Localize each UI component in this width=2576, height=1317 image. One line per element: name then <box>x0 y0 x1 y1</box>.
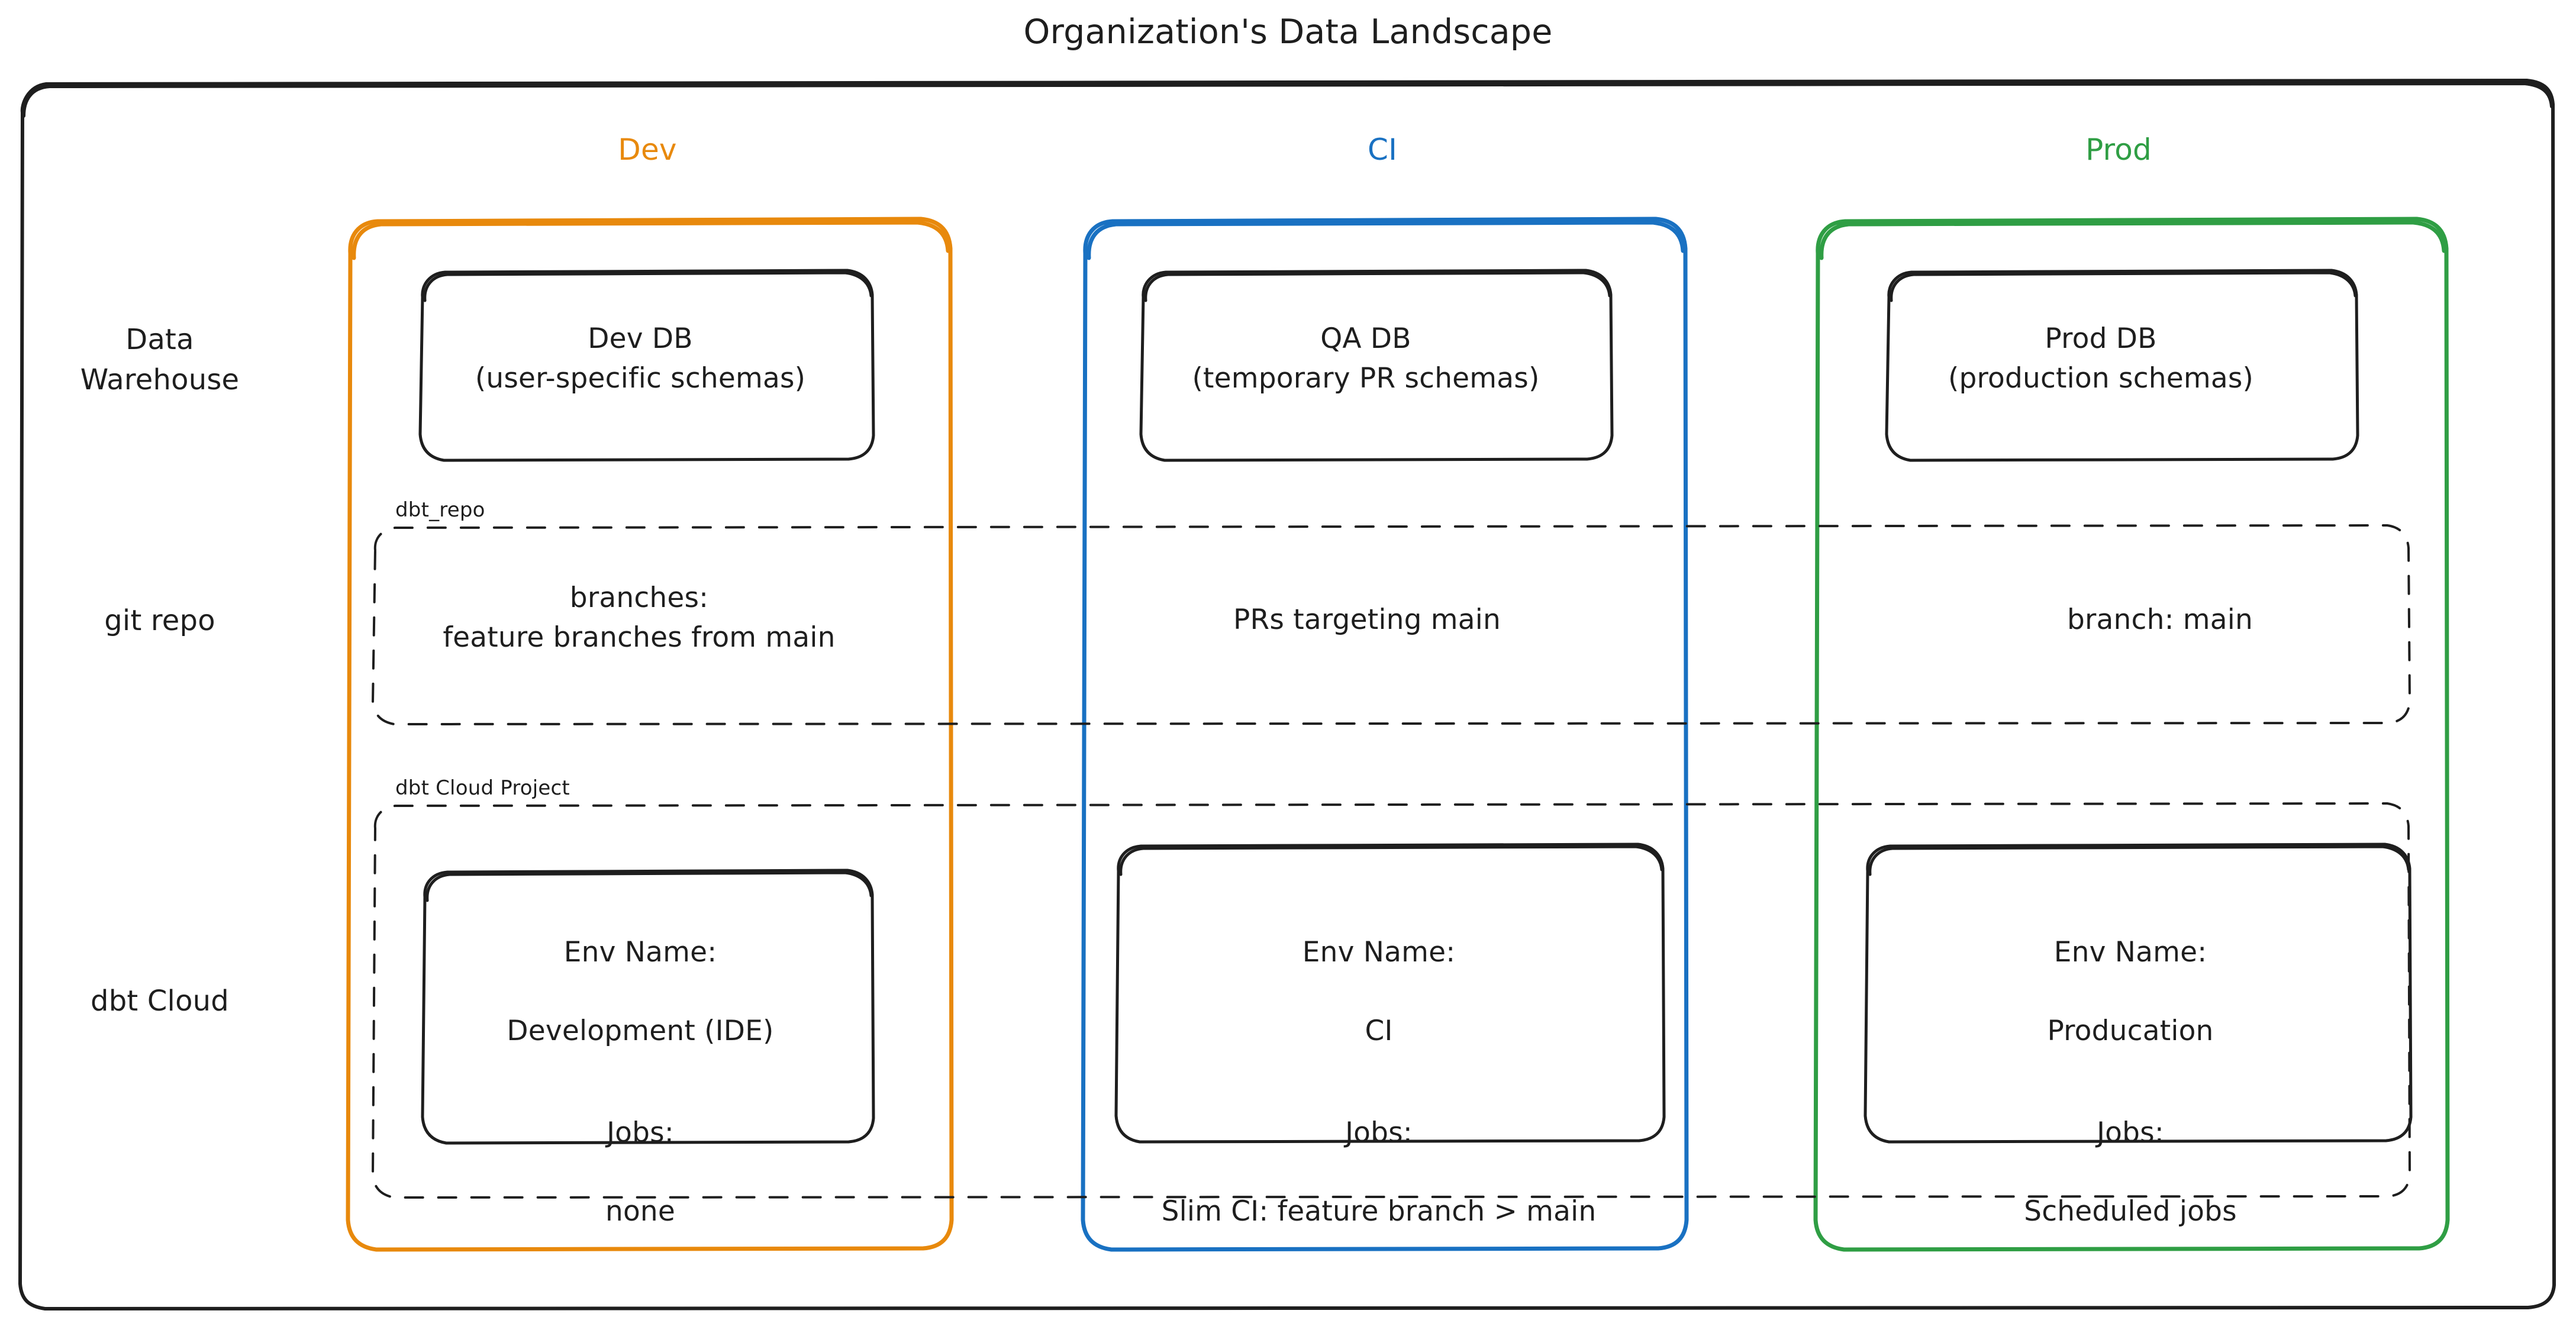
jobs-value-prod: Scheduled jobs <box>2024 1195 2237 1228</box>
jobs-value-dev: none <box>605 1195 676 1228</box>
jobs-label-ci: Jobs: <box>1345 1116 1413 1149</box>
node-dev-db: Dev DB (user-specific schemas) <box>475 322 806 395</box>
node-dbt-cloud-dev: Env Name: Development (IDE) Jobs: none <box>421 893 859 1232</box>
jobs-label-prod: Jobs: <box>2097 1116 2164 1149</box>
env-name-value-ci: CI <box>1365 1015 1393 1048</box>
node-qa-db: QA DB (temporary PR schemas) <box>1192 322 1540 395</box>
env-name-label-dev: Env Name: <box>563 935 717 969</box>
node-prod-db: Prod DB (production schemas) <box>1948 322 2254 395</box>
env-name-value-dev: Development (IDE) <box>507 1015 774 1048</box>
column-header-prod: Prod <box>2085 133 2152 167</box>
column-header-dev: Dev <box>618 133 677 167</box>
env-name-value-prod: Producation <box>2047 1015 2214 1048</box>
node-git-ci: PRs targeting main <box>1233 603 1501 636</box>
page-title: Organization's Data Landscape <box>1023 12 1553 51</box>
column-header-ci: CI <box>1367 133 1398 167</box>
group-label-dbt-repo: dbt_repo <box>395 498 485 522</box>
node-git-dev: branches: feature branches from main <box>443 582 836 654</box>
row-label-dbt-cloud: dbt Cloud <box>91 984 229 1018</box>
row-label-data-warehouse: Data Warehouse <box>80 323 240 397</box>
node-dbt-cloud-prod: Env Name: Producation Jobs: Scheduled jo… <box>1864 893 2397 1232</box>
spacer <box>421 1051 859 1074</box>
spacer <box>1113 1051 1645 1074</box>
env-name-label-prod: Env Name: <box>2053 935 2207 969</box>
jobs-value-ci: Slim CI: feature branch > main <box>1161 1195 1597 1228</box>
group-label-dbt-cloud-project: dbt Cloud Project <box>395 776 570 800</box>
spacer <box>1864 1051 2397 1074</box>
row-label-git-repo: git repo <box>104 604 215 637</box>
node-dbt-cloud-ci: Env Name: CI Jobs: Slim CI: feature bran… <box>1113 893 1645 1232</box>
env-name-label-ci: Env Name: <box>1302 935 1456 969</box>
jobs-label-dev: Jobs: <box>607 1116 674 1149</box>
node-git-prod: branch: main <box>2067 603 2253 636</box>
